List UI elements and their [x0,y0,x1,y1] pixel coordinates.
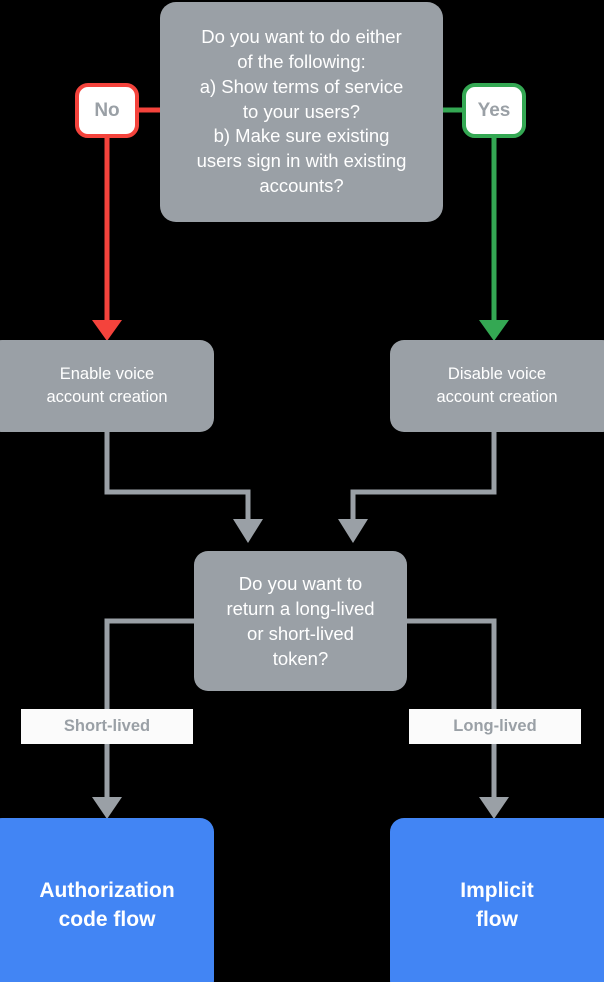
arrowhead-enable-to-token [233,519,263,543]
edge-label-short-lived: Short-lived [21,709,193,744]
badge-yes[interactable]: Yes [462,83,526,138]
badge-no-label: No [94,99,120,121]
arrowhead-token-to-implicit [479,797,509,819]
edge-label-long-lived: Long-lived [409,709,581,744]
node-token-decision[interactable]: Do you want to return a long-lived or sh… [194,551,407,691]
node-disable-voice-account-creation-label: Disable voice account creation [436,364,558,406]
badge-no[interactable]: No [75,83,139,138]
edge-disable-to-token-line [350,432,497,521]
badge-yes-label: Yes [477,99,511,121]
node-authorization-code-flow[interactable]: Authorization code flow [0,818,214,982]
arrowhead-yes-to-disable [479,320,509,341]
node-disable-voice-account-creation[interactable]: Disable voice account creation [390,340,604,432]
node-implicit-flow-label: Implicit flow [460,879,534,931]
node-authorization-code-flow-label: Authorization code flow [39,879,175,931]
node-token-decision-label: Do you want to return a long-lived or sh… [226,572,375,670]
node-enable-voice-account-creation[interactable]: Enable voice account creation [0,340,214,432]
node-top-decision-label: Do you want to do either of the followin… [196,26,407,196]
edge-label-short-lived-text: Short-lived [63,717,151,735]
edge-label-long-lived-text: Long-lived [453,717,537,735]
edge-enable-to-token-line [104,432,251,521]
arrowhead-disable-to-token [338,519,368,543]
node-top-decision[interactable]: Do you want to do either of the followin… [160,2,443,222]
node-implicit-flow[interactable]: Implicit flow [390,818,604,982]
arrowhead-token-to-authorization [92,797,122,819]
arrowhead-no-to-enable [92,320,122,341]
node-enable-voice-account-creation-label: Enable voice account creation [46,364,168,406]
